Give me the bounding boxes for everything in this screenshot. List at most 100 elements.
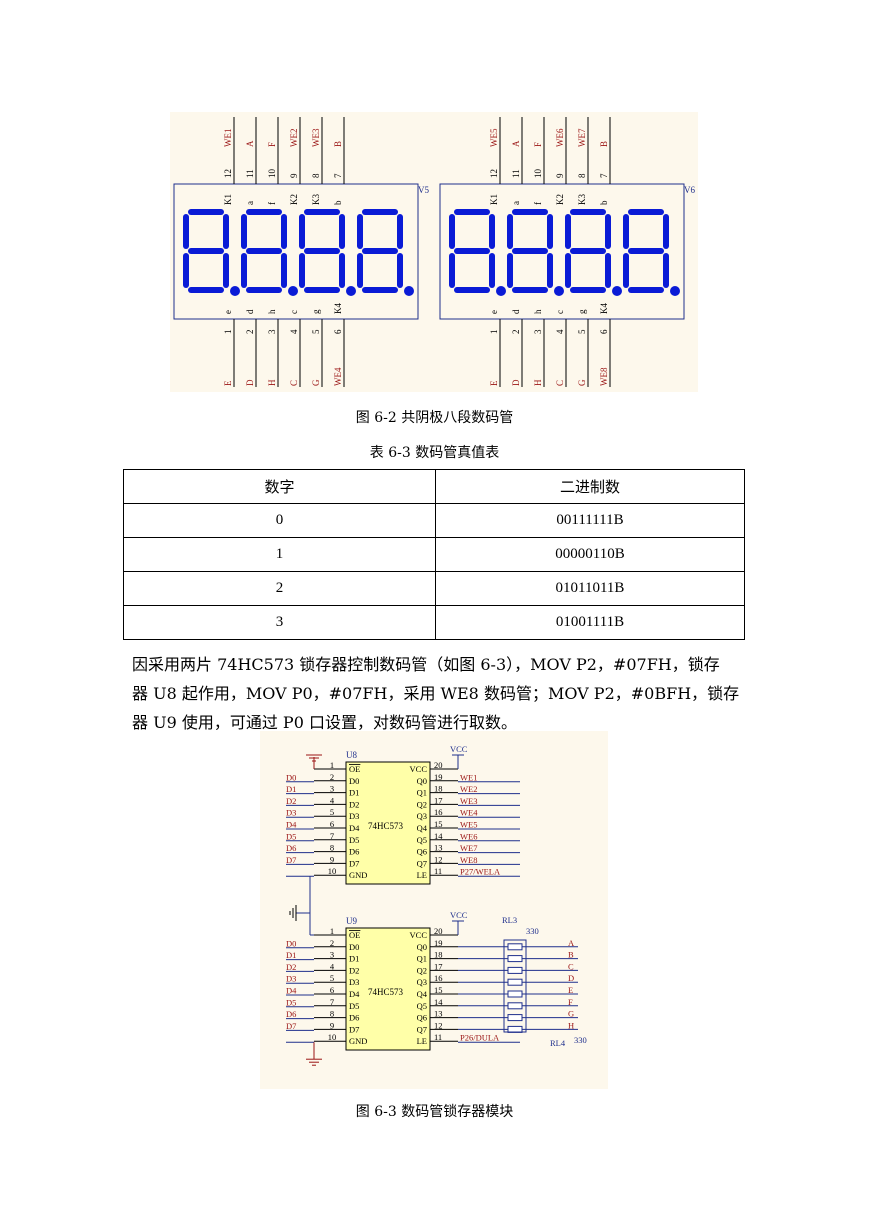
header-binary: 二进制数: [435, 469, 745, 504]
rl3-value: 330: [526, 926, 539, 936]
net-label: H: [267, 379, 277, 386]
resistor-network: [503, 939, 527, 1033]
pin-number: 9: [330, 854, 334, 864]
pin-name: D2: [349, 799, 359, 809]
net-label: E: [568, 985, 573, 995]
net-label: A: [568, 938, 575, 948]
pin-number: 8: [330, 1009, 334, 1019]
pin-name: OE: [349, 764, 360, 774]
pin-name: VCC: [410, 930, 428, 940]
pin-number: 8: [577, 173, 587, 178]
pin-number: 3: [330, 784, 334, 794]
pin-number: 5: [311, 329, 321, 334]
pin-number: 6: [330, 819, 334, 829]
net-label: WE3: [311, 128, 321, 147]
pin-number: 19: [434, 938, 443, 948]
decimal-point: [670, 286, 680, 296]
pin-number: 6: [333, 329, 343, 334]
pin-number: 2: [330, 938, 334, 948]
net-label: B: [333, 141, 343, 147]
pin-number: 5: [330, 973, 334, 983]
net-label: D: [245, 379, 255, 386]
pin-number: 11: [245, 169, 255, 178]
pin-number: 6: [330, 985, 334, 995]
body-paragraph: 因采用两片 74HC573 锁存器控制数码管（如图 6-3），MOV P2，#0…: [132, 650, 746, 737]
pin-name: D3: [349, 977, 359, 987]
pin-name: GND: [349, 1036, 367, 1046]
resistor: [507, 978, 523, 986]
pin-number: 9: [330, 1020, 334, 1030]
pin-number: 13: [434, 843, 443, 853]
pin-number: 5: [577, 329, 587, 334]
net-label: WE2: [460, 784, 477, 794]
net-label: D: [568, 973, 574, 983]
net-label: H: [568, 1020, 574, 1030]
pin-name: Q5: [417, 1001, 427, 1011]
pin-name: D2: [349, 965, 359, 975]
resistor: [507, 1014, 523, 1022]
net-label: D5: [286, 831, 296, 841]
cell-binary: 01011011B: [435, 571, 745, 606]
table-header-row: 数字 二进制数: [123, 469, 745, 504]
pin-name: D0: [349, 776, 359, 786]
pin-number: 7: [333, 173, 343, 178]
net-label: D4: [286, 820, 297, 830]
net-label: A: [511, 140, 521, 147]
net-label: WE8: [460, 855, 477, 865]
cell-binary: 00111111B: [435, 503, 745, 538]
decimal-point: [230, 286, 240, 296]
pin-number: 15: [434, 985, 443, 995]
pin-name: K4: [333, 303, 343, 314]
resistor: [507, 990, 523, 998]
net-label: G: [311, 379, 321, 386]
pin-number: 10: [267, 169, 277, 179]
pin-name: e: [223, 310, 233, 314]
pin-name: g: [311, 309, 321, 314]
pin-name: Q7: [417, 858, 427, 868]
pin-number: 6: [599, 329, 609, 334]
chip-ref: U9: [346, 916, 357, 926]
pin-name: f: [267, 202, 277, 205]
table-6-3-caption: 表 6-3 数码管真值表: [369, 445, 500, 461]
pin-name: Q7: [417, 1024, 427, 1034]
pin-name: d: [245, 309, 255, 314]
display-v6: V6WE512K1A11aF10fWE69K2WE78K3B7be1Ed2Dh3…: [439, 117, 695, 387]
chip-body: [345, 927, 431, 1051]
cell-digit: 1: [123, 537, 436, 572]
pin-name: h: [267, 309, 277, 314]
pin-number: 10: [328, 866, 337, 876]
paragraph-line: 器 U8 起作用，MOV P0，#07FH，采用 WE8 数码管；MOV P2，…: [132, 684, 740, 703]
net-label: F: [533, 142, 543, 147]
decimal-point: [554, 286, 564, 296]
rl4-value: 330: [574, 1035, 587, 1045]
cell-binary: 01001111B: [435, 605, 745, 640]
net-label: H: [533, 379, 543, 386]
pin-name: f: [533, 202, 543, 205]
net-label: WE6: [460, 831, 477, 841]
decimal-point: [612, 286, 622, 296]
pin-number: 2: [245, 330, 255, 335]
pin-number: 4: [330, 961, 335, 971]
figure-6-3-caption: 图 6-3 数码管锁存器模块: [355, 1104, 514, 1120]
pin-name: Q5: [417, 835, 427, 845]
net-label: WE6: [555, 128, 565, 147]
table-row: 0 00111111B: [123, 503, 745, 538]
net-label: D1: [286, 784, 296, 794]
pin-name: c: [289, 310, 299, 314]
pin-number: 1: [489, 330, 499, 335]
pin-name: Q2: [417, 799, 427, 809]
pin-name: Q4: [417, 989, 428, 999]
rl4-ref: RL4: [550, 1038, 566, 1048]
cell-binary: 00000110B: [435, 537, 745, 572]
net-label: WE8: [599, 367, 609, 386]
truth-table: 数字 二进制数 0 00111111B 1 00000110B 2 010110…: [123, 469, 745, 640]
chip-part: 74HC573: [368, 987, 404, 997]
pin-name: c: [555, 310, 565, 314]
cell-digit: 0: [123, 503, 436, 538]
pin-number: 3: [533, 329, 543, 334]
chip-body: [345, 761, 431, 885]
net-label: WE1: [223, 129, 233, 148]
pin-number: 11: [511, 169, 521, 178]
